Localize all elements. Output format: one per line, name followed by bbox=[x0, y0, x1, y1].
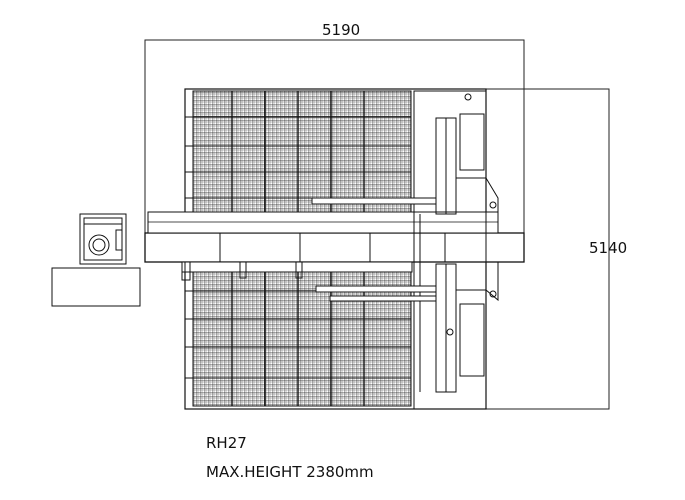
conveyor-grid-upper bbox=[192, 90, 412, 215]
grid-row-lines bbox=[185, 116, 411, 379]
control-cabinet-footprint bbox=[51, 267, 141, 307]
beam-lower-rail bbox=[181, 261, 413, 273]
beam-upper-rail bbox=[147, 211, 499, 234]
model-label: RH27 bbox=[206, 434, 247, 452]
depth-dimension-label: 5140 bbox=[589, 239, 628, 257]
max-height-label: MAX.HEIGHT 2380mm bbox=[206, 463, 374, 481]
control-cabinet bbox=[79, 213, 127, 265]
right-mechanism bbox=[413, 90, 499, 410]
conveyor-grid-lower bbox=[192, 263, 412, 407]
left-frame-details bbox=[181, 261, 303, 409]
width-dimension-label: 5190 bbox=[322, 21, 361, 39]
lane-dividers-upper bbox=[231, 91, 365, 214]
transfer-arms bbox=[311, 197, 437, 302]
central-beam bbox=[144, 232, 525, 263]
beam-segments bbox=[219, 233, 446, 262]
